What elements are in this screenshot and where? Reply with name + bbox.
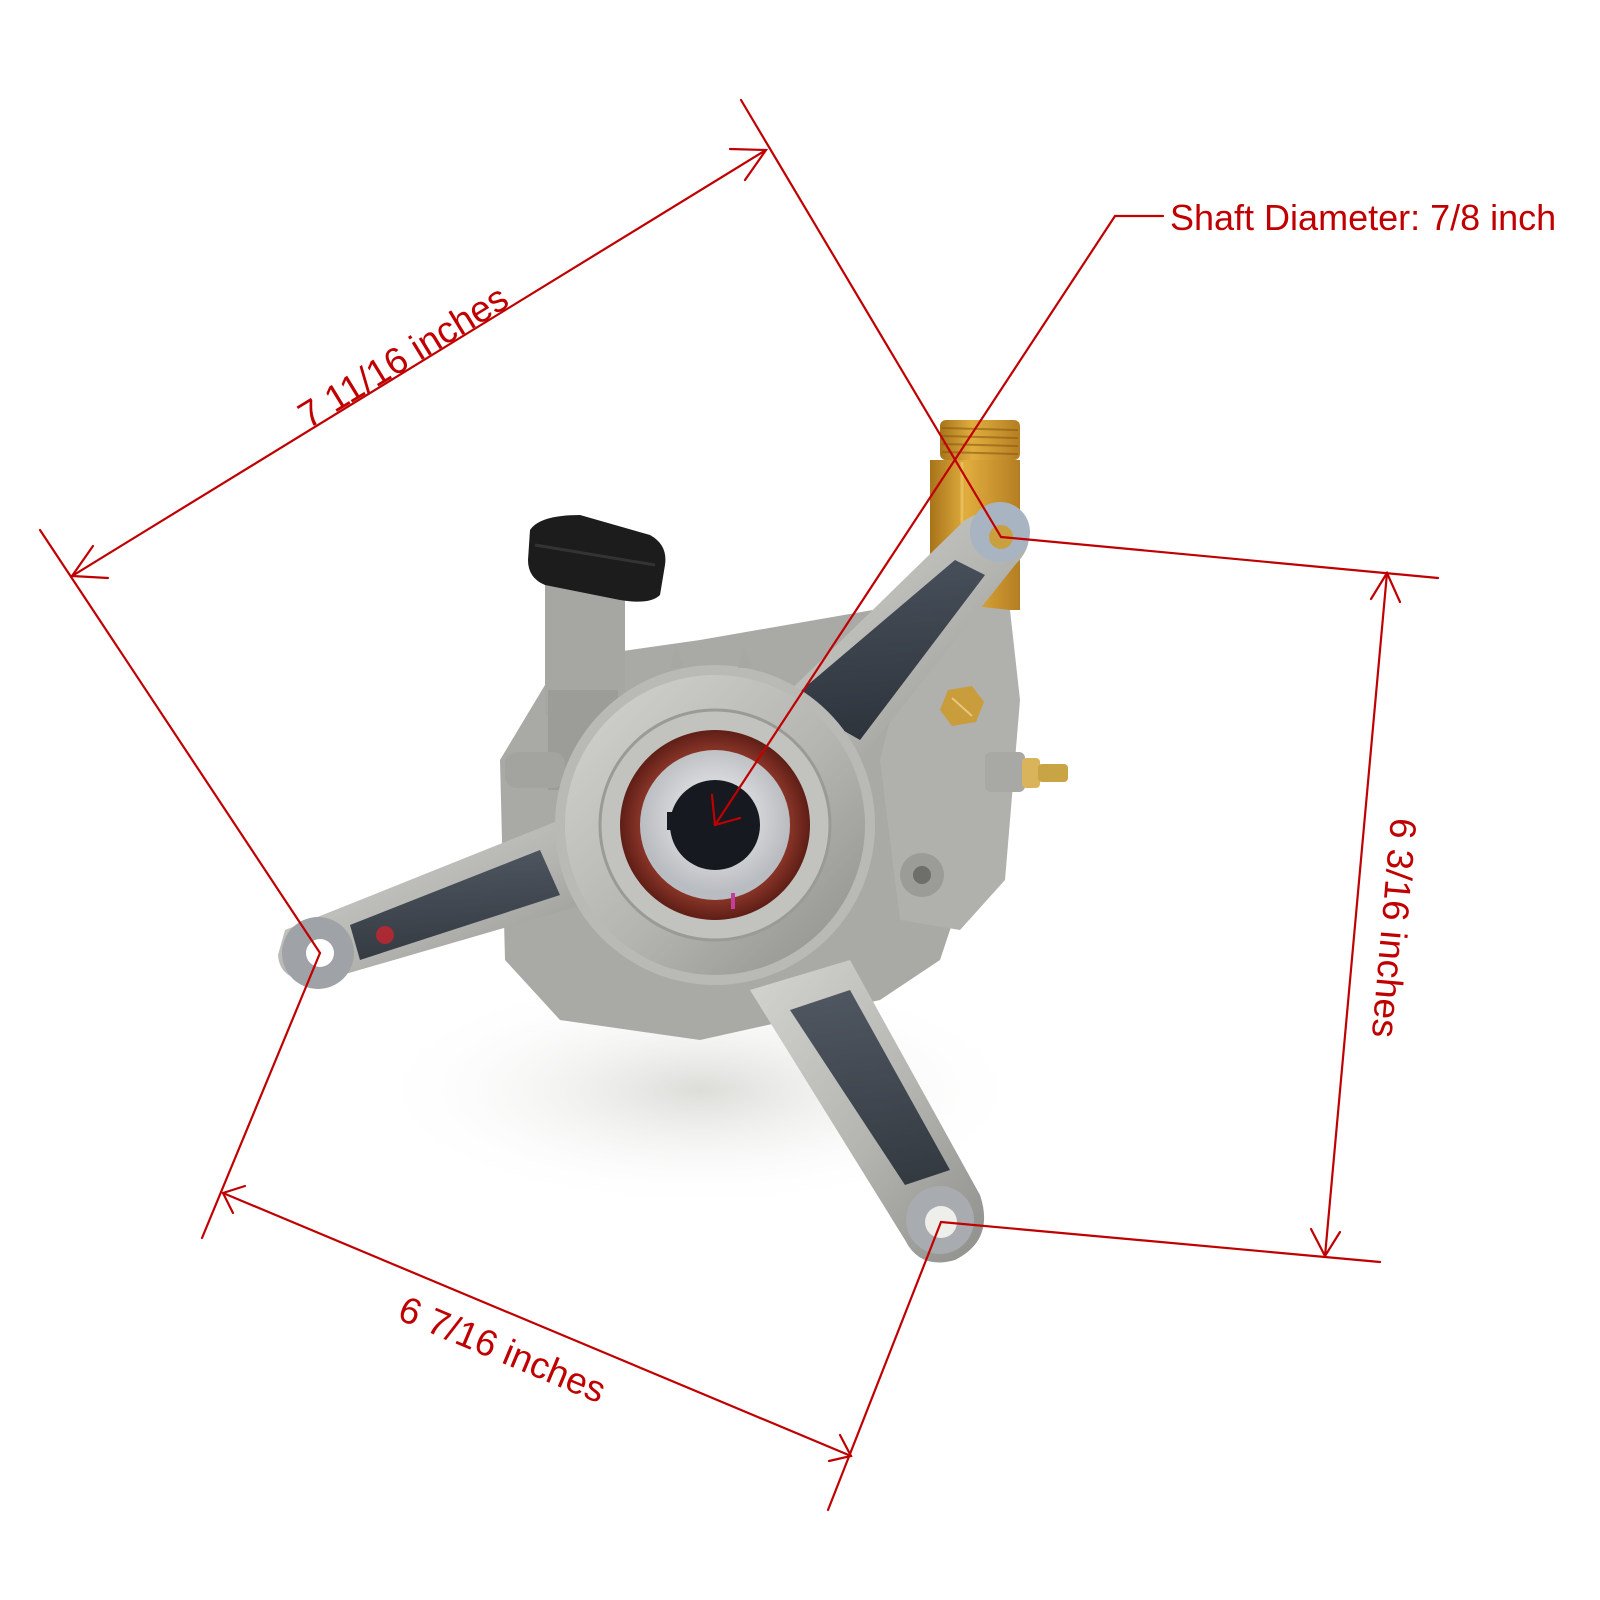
dim-line-bottom [221, 1191, 853, 1458]
dim-line-top [70, 148, 768, 578]
dim-line-right [1323, 571, 1389, 1258]
ext-line-top-left [38, 528, 322, 955]
crankcase-fins [670, 645, 752, 668]
ext-line-bottom-right [826, 1220, 943, 1512]
dimension-lines [38, 98, 1440, 1512]
ext-line-right-top [999, 535, 1440, 580]
black-inlet-cap [528, 515, 666, 602]
brass-barb-fitting [985, 752, 1068, 792]
ext-line-right-bottom [939, 1220, 1382, 1264]
shaft-leader [713, 214, 1165, 827]
mount-arm-left [278, 820, 600, 989]
mount-arm-bottom [750, 960, 985, 1263]
ext-line-bottom-left [200, 951, 322, 1240]
ext-line-top-right [739, 98, 1003, 539]
shaft-diameter-label: Shaft Diameter: 7/8 inch [1170, 197, 1557, 238]
brass-plug [940, 686, 984, 726]
